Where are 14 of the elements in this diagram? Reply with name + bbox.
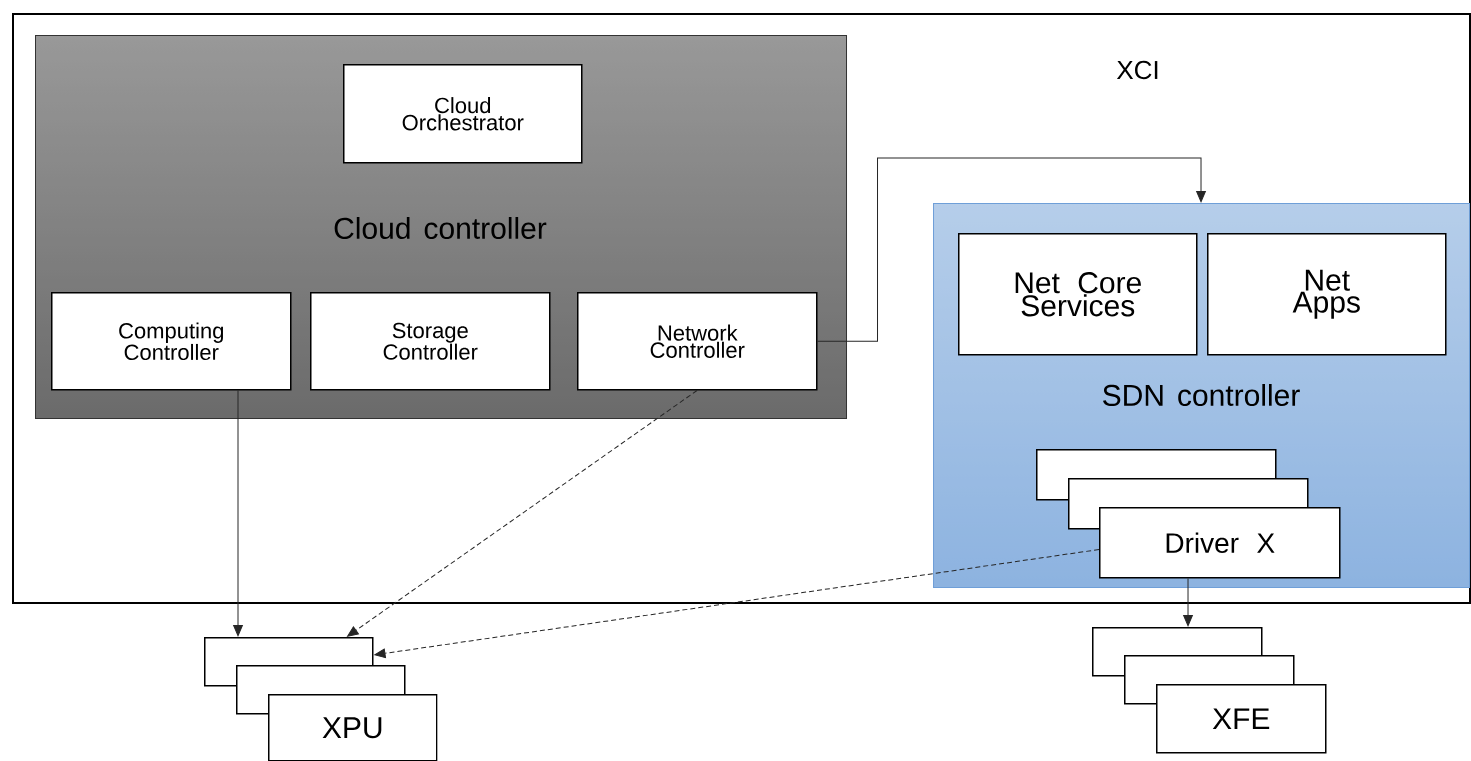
component-box: Network Controller	[577, 292, 818, 391]
component-box: Cloud Orchestrator	[343, 64, 583, 164]
component-box: XFE	[1156, 684, 1327, 754]
arrow	[1183, 578, 1193, 627]
component-box: Computing Controller	[51, 292, 292, 391]
component-box: Net Core Services	[958, 233, 1198, 356]
arrow	[374, 549, 1100, 659]
component-box: Storage Controller	[310, 292, 551, 391]
component-box: Net Apps	[1207, 233, 1447, 356]
component-box: Driver X	[1099, 507, 1341, 579]
arrow	[817, 157, 1206, 342]
arrow	[233, 390, 243, 637]
component-box: XPU	[268, 694, 438, 761]
arrow	[347, 390, 698, 637]
